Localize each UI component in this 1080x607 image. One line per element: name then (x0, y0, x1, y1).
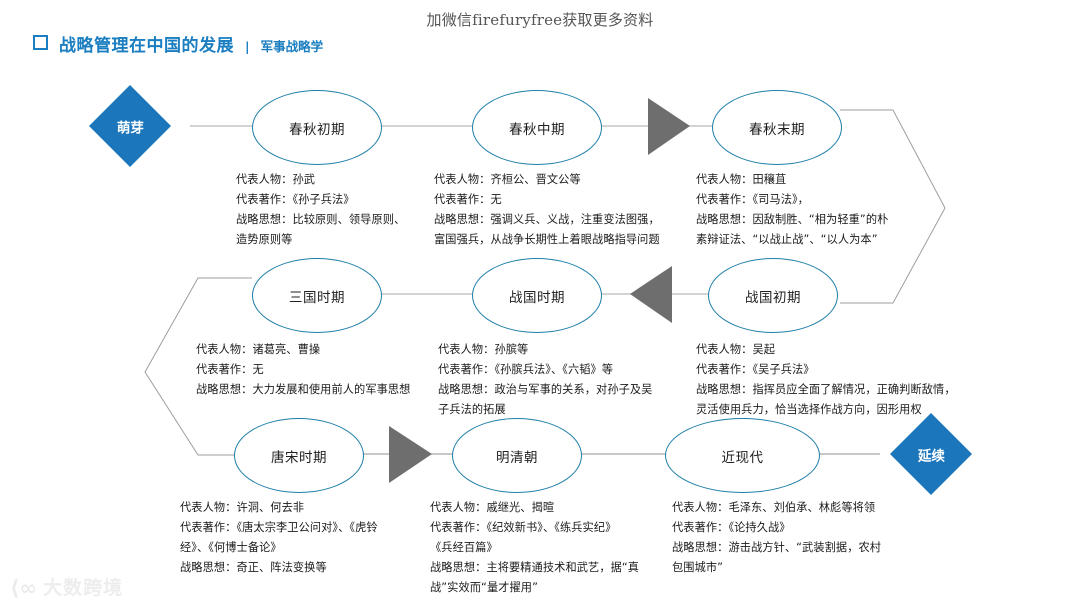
node-label: 春秋末期 (749, 121, 805, 138)
square-bullet-icon (33, 35, 48, 50)
brand-watermark: ⟨∞ 大数跨境 (10, 578, 123, 599)
detail-line: 战”实效而“量才擢用” (430, 580, 538, 594)
detail-block-zhanguo-chuqi: 代表人物：吴起 代表著作：《吴子兵法》 战略思想：指挥员应全面了解情况，正确判断… (696, 340, 956, 420)
detail-line: 代表著作：《吴子兵法》 (696, 362, 815, 376)
detail-line: 代表著作：无 (196, 362, 264, 376)
start-marker-label: 萌芽 (116, 120, 144, 136)
node-label: 春秋初期 (289, 121, 345, 138)
arrow-row2-left (630, 266, 672, 323)
detail-line: 代表人物：孙武 (236, 173, 316, 186)
detail-line: 代表著作：《孙膑兵法》、《六韬》等 (438, 362, 614, 376)
detail-line: 战略思想：比较原则、领导原则、 (236, 212, 406, 226)
page-title: 战略管理在中国的发展 | 军事战略学 (33, 31, 323, 56)
title-divider: | (245, 39, 250, 54)
arrow-row3-right (389, 426, 432, 483)
node-mingqing-chao[interactable]: 明清朝 (452, 418, 582, 493)
detail-line: 素辩证法、“以战止战”、“以人为本” (696, 232, 878, 246)
node-chunqiu-mouqi[interactable]: 春秋末期 (712, 90, 842, 165)
detail-line: 战略思想：因敌制胜、“相为轻重”的朴 (696, 212, 889, 226)
detail-line: 《兵经百篇》 (430, 540, 498, 554)
node-label: 战国初期 (745, 289, 801, 306)
detail-block-mingqing-chao: 代表人物：戚继光、揭暄 代表著作：《纪效新书》、《练兵实纪》 《兵经百篇》 战略… (430, 498, 639, 598)
detail-line: 代表人物：吴起 (696, 343, 776, 356)
detail-line: 战略思想：游击战方针、“武装割据，农村 (672, 540, 882, 554)
detail-line: 代表著作：无 (434, 192, 502, 206)
node-zhanguo-shiqi[interactable]: 战国时期 (472, 258, 602, 333)
detail-line: 代表著作：《司马法》， (696, 192, 809, 206)
detail-block-jinxiandai: 代表人物：毛泽东、刘伯承、林彪等将领 代表著作：《论持久战》 战略思想：游击战方… (672, 498, 881, 578)
detail-block-chunqiu-zhongqi: 代表人物：齐桓公、晋文公等 代表著作：无 战略思想：强调义兵、义战，注重变法图强… (434, 170, 660, 250)
node-label: 三国时期 (289, 289, 345, 306)
detail-line: 战略思想：大力发展和使用前人的军事思想 (196, 382, 411, 396)
end-marker-label: 延续 (917, 448, 945, 464)
arrow-row1-right (648, 98, 690, 155)
detail-line: 代表人物：诸葛亮、曹操 (196, 343, 321, 356)
detail-line: 富国强兵，从战争长期性上着眼战略指导问题 (434, 232, 660, 246)
detail-block-chunqiu-mouqi: 代表人物：田穰苴 代表著作：《司马法》， 战略思想：因敌制胜、“相为轻重”的朴 … (696, 170, 888, 250)
detail-block-sanguo-shiqi: 代表人物：诸葛亮、曹操 代表著作：无 战略思想：大力发展和使用前人的军事思想 (196, 340, 410, 400)
detail-line: 代表著作：《唐太宗李卫公问对》、《虎铃 (180, 520, 378, 534)
detail-line: 代表人物：许洞、何去非 (180, 501, 305, 514)
detail-line: 子兵法的拓展 (438, 402, 506, 416)
top-watermark-text: 加微信firefuryfree获取更多资料 (426, 11, 654, 29)
detail-line: 代表人物：田穰苴 (696, 173, 787, 186)
connector-left-hex (144, 277, 252, 456)
detail-line: 造势原则等 (236, 232, 293, 246)
detail-line: 经》、《何博士备论》 (180, 540, 282, 554)
detail-block-tangsong-shiqi: 代表人物：许洞、何去非 代表著作：《唐太宗李卫公问对》、《虎铃 经》、《何博士备… (180, 498, 378, 578)
detail-line: 代表人物：戚继光、揭暄 (430, 501, 555, 514)
node-chunqiu-zhongqi[interactable]: 春秋中期 (472, 90, 602, 165)
detail-line: 代表著作：《孙子兵法》 (236, 192, 355, 206)
node-tangsong-shiqi[interactable]: 唐宋时期 (234, 418, 364, 493)
brand-logo-icon: ⟨∞ (10, 576, 38, 600)
node-label: 春秋中期 (509, 121, 565, 138)
detail-line: 代表著作：《纪效新书》、《练兵实纪》 (430, 520, 617, 534)
node-label: 近现代 (721, 449, 764, 466)
title-main-text: 战略管理在中国的发展 (59, 36, 234, 56)
node-label: 唐宋时期 (271, 449, 327, 466)
node-sanguo-shiqi[interactable]: 三国时期 (252, 258, 382, 333)
node-chunqiu-chuqi[interactable]: 春秋初期 (252, 90, 382, 165)
node-jinxiandai[interactable]: 近现代 (665, 418, 820, 493)
detail-block-chunqiu-chuqi: 代表人物：孙武 代表著作：《孙子兵法》 战略思想：比较原则、领导原则、 造势原则… (236, 170, 405, 250)
detail-line: 战略思想：奇正、阵法变换等 (180, 560, 327, 574)
detail-block-zhanguo-shiqi: 代表人物：孙膑等 代表著作：《孙膑兵法》、《六韬》等 战略思想：政治与军事的关系… (438, 340, 652, 420)
detail-line: 代表人物：毛泽东、刘伯承、林彪等将领 (672, 501, 876, 514)
detail-line: 代表著作：《论持久战》 (672, 520, 791, 534)
title-subtitle-text: 军事战略学 (260, 39, 324, 54)
detail-line: 包围城市” (672, 560, 724, 574)
detail-line: 代表人物：孙膑等 (438, 343, 529, 356)
detail-line: 战略思想：政治与军事的关系，对孙子及吴 (438, 382, 653, 396)
detail-line: 战略思想：主将要精通技术和武艺，据“真 (430, 560, 640, 574)
detail-line: 战略思想：强调义兵、义战，注重变法图强， (434, 212, 660, 226)
node-label: 战国时期 (509, 289, 565, 306)
detail-line: 战略思想：指挥员应全面了解情况，正确判断敌情， (696, 382, 956, 396)
detail-line: 灵活使用兵力，恰当选择作战方向，因形用权 (696, 402, 922, 416)
node-zhanguo-chuqi[interactable]: 战国初期 (708, 258, 838, 333)
brand-watermark-text: 大数跨境 (43, 577, 124, 599)
node-label: 明清朝 (496, 449, 538, 466)
detail-line: 代表人物：齐桓公、晋文公等 (434, 173, 581, 186)
connector-right-hex (840, 109, 946, 304)
